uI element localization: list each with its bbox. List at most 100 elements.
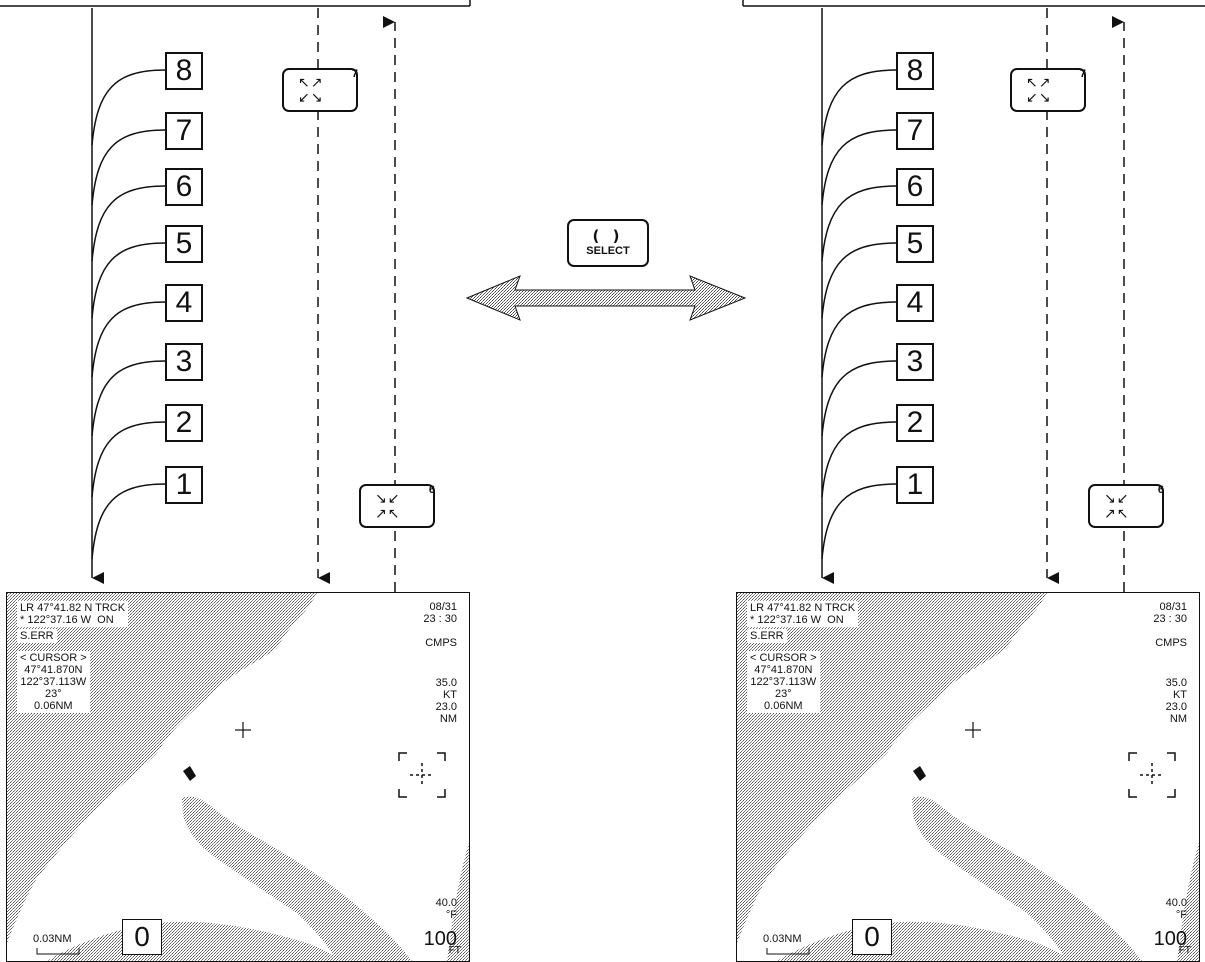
select-key[interactable]: ( ) SELECT [567, 219, 649, 267]
cursor-lon: 122°37.113W [20, 676, 87, 688]
boat-icon [183, 766, 196, 781]
scale-bar [766, 948, 810, 955]
cursor-lat: 47°41.870N [24, 664, 83, 676]
zoom-level-curve [821, 301, 897, 378]
zoom-level-box: 3 [165, 343, 203, 381]
time: 23 : 30 [1153, 613, 1187, 625]
depth-value: 100 [423, 928, 457, 950]
temperature-readout: 40.0 °F [436, 897, 457, 921]
cursor-bearing: 23° [775, 688, 792, 700]
zoom-level-curve [91, 129, 166, 206]
zoom-level-curve [821, 421, 897, 498]
zoom-level-box: 3 [896, 343, 934, 381]
zoom-level-box: 4 [165, 284, 203, 322]
zoom-frame-icon [1128, 752, 1176, 798]
zoom-out-key-number: 6 [1157, 484, 1164, 496]
temperature-value: 40.0 [1165, 897, 1187, 909]
cursor-bearing: 23° [45, 688, 62, 700]
zoom-level-curve [821, 69, 897, 146]
date: 08/31 [1159, 601, 1187, 613]
zoom-level-box: 7 [165, 112, 203, 150]
zoom-indicator: 0 [122, 919, 162, 955]
zoom-level-box: 4 [896, 284, 934, 322]
heading-mode: CMPS [1155, 637, 1187, 649]
zoom-level-box: 7 [896, 112, 934, 150]
zoom-level-box: 2 [165, 404, 203, 442]
trip-value: 23.0 [435, 701, 457, 713]
zoom-out-key-number: 6 [428, 484, 435, 496]
speed-readout: 35.0 KT [1166, 677, 1187, 701]
time: 23 : 30 [423, 613, 457, 625]
cursor-lat: 47°41.870N [754, 664, 813, 676]
cursor-title: < CURSOR > [20, 652, 87, 664]
zoom-in-key-right[interactable]: ↖↗ ↙↘ 7 [1010, 68, 1086, 112]
temperature-unit: °F [1175, 909, 1187, 921]
depth-unit: FT [448, 945, 461, 956]
depth-value: 100 [1153, 928, 1187, 950]
trip-readout: 23.0 NM [1166, 701, 1187, 725]
temperature-readout: 40.0 °F [1166, 897, 1187, 921]
zoom-in-key-number: 7 [1079, 68, 1086, 80]
zoom-frame-icon [398, 752, 446, 798]
zoom-out-arrows-icon: ↘↙ ↗↖ [1104, 491, 1130, 522]
error-label: S.ERR [747, 629, 787, 643]
cursor-lon: 122°37.113W [750, 676, 817, 688]
speed-value: 35.0 [1165, 677, 1187, 689]
zoom-level-box: 6 [165, 168, 203, 206]
zoom-in-key-number: 7 [351, 68, 358, 80]
position-readout: LR 47°41.82 N TRCK * 122°37.16 W ON [747, 601, 859, 627]
zoom-in-arrows-icon: ↖↗ ↙↘ [1026, 75, 1052, 106]
position-line-2: * 122°37.16 W ON [20, 614, 114, 626]
zoom-out-arrows-icon: ↘↙ ↗↖ [375, 491, 401, 522]
select-key-label: SELECT [586, 245, 630, 257]
zoom-out-key-right[interactable]: ↘↙ ↗↖ 6 [1088, 484, 1164, 528]
date: 08/31 [429, 601, 457, 613]
speed-value: 35.0 [435, 677, 457, 689]
speed-unit: KT [1172, 689, 1187, 701]
land-shading [737, 593, 1199, 961]
date-time: 08/31 23 : 30 [423, 601, 457, 625]
error-label: S.ERR [17, 629, 57, 643]
zoom-level-box: 1 [165, 466, 203, 504]
zoom-level-curve [91, 185, 166, 262]
scale-label: 0.03NM [763, 933, 802, 945]
zoom-level-box: 1 [896, 466, 934, 504]
trip-value: 23.0 [1165, 701, 1187, 713]
zoom-level-curve [821, 360, 897, 437]
zoom-level-box: 8 [165, 52, 203, 90]
speed-unit: KT [442, 689, 457, 701]
scale-label: 0.03NM [33, 933, 72, 945]
land-shading [7, 593, 469, 961]
cursor-readout: < CURSOR > 47°41.870N 122°37.113W 23° 0.… [747, 651, 820, 713]
zoom-in-key-left[interactable]: ↖↗ ↙↘ 7 [282, 68, 358, 112]
zoom-level-box: 2 [896, 404, 934, 442]
zoom-level-curve [91, 242, 166, 319]
zoom-level-curve [821, 483, 897, 560]
zoom-level-box: 5 [165, 225, 203, 263]
zoom-indicator: 0 [852, 919, 892, 955]
select-bracket-icon: ( ) [592, 227, 624, 245]
cursor-distance: 0.06NM [764, 700, 803, 712]
chart-screen-left: LR 47°41.82 N TRCK * 122°37.16 W ON S.ER… [6, 592, 470, 962]
position-readout: LR 47°41.82 N TRCK * 122°37.16 W ON [17, 601, 129, 627]
zoom-level-box: 8 [896, 52, 934, 90]
zoom-level-box: 5 [896, 225, 934, 263]
temperature-value: 40.0 [435, 897, 457, 909]
trip-unit: NM [439, 713, 457, 725]
zoom-level-curves-left [91, 69, 166, 560]
zoom-level-curve [821, 185, 897, 262]
zoom-level-box: 6 [896, 168, 934, 206]
position-line-2: * 122°37.16 W ON [750, 614, 844, 626]
chart-screen-right: LR 47°41.82 N TRCK * 122°37.16 W ON S.ER… [736, 592, 1200, 962]
zoom-level-curve [91, 483, 166, 560]
zoom-level-curve [91, 421, 166, 498]
depth-unit: FT [1178, 945, 1191, 956]
scale-bar [36, 948, 80, 955]
position-line-1: LR 47°41.82 N TRCK [20, 602, 126, 614]
zoom-out-key-left[interactable]: ↘↙ ↗↖ 6 [359, 484, 435, 528]
speed-readout: 35.0 KT [436, 677, 457, 701]
zoom-level-curve [821, 129, 897, 206]
trip-unit: NM [1169, 713, 1187, 725]
zoom-in-arrows-icon: ↖↗ ↙↘ [298, 75, 324, 106]
zoom-level-curve [91, 301, 166, 378]
